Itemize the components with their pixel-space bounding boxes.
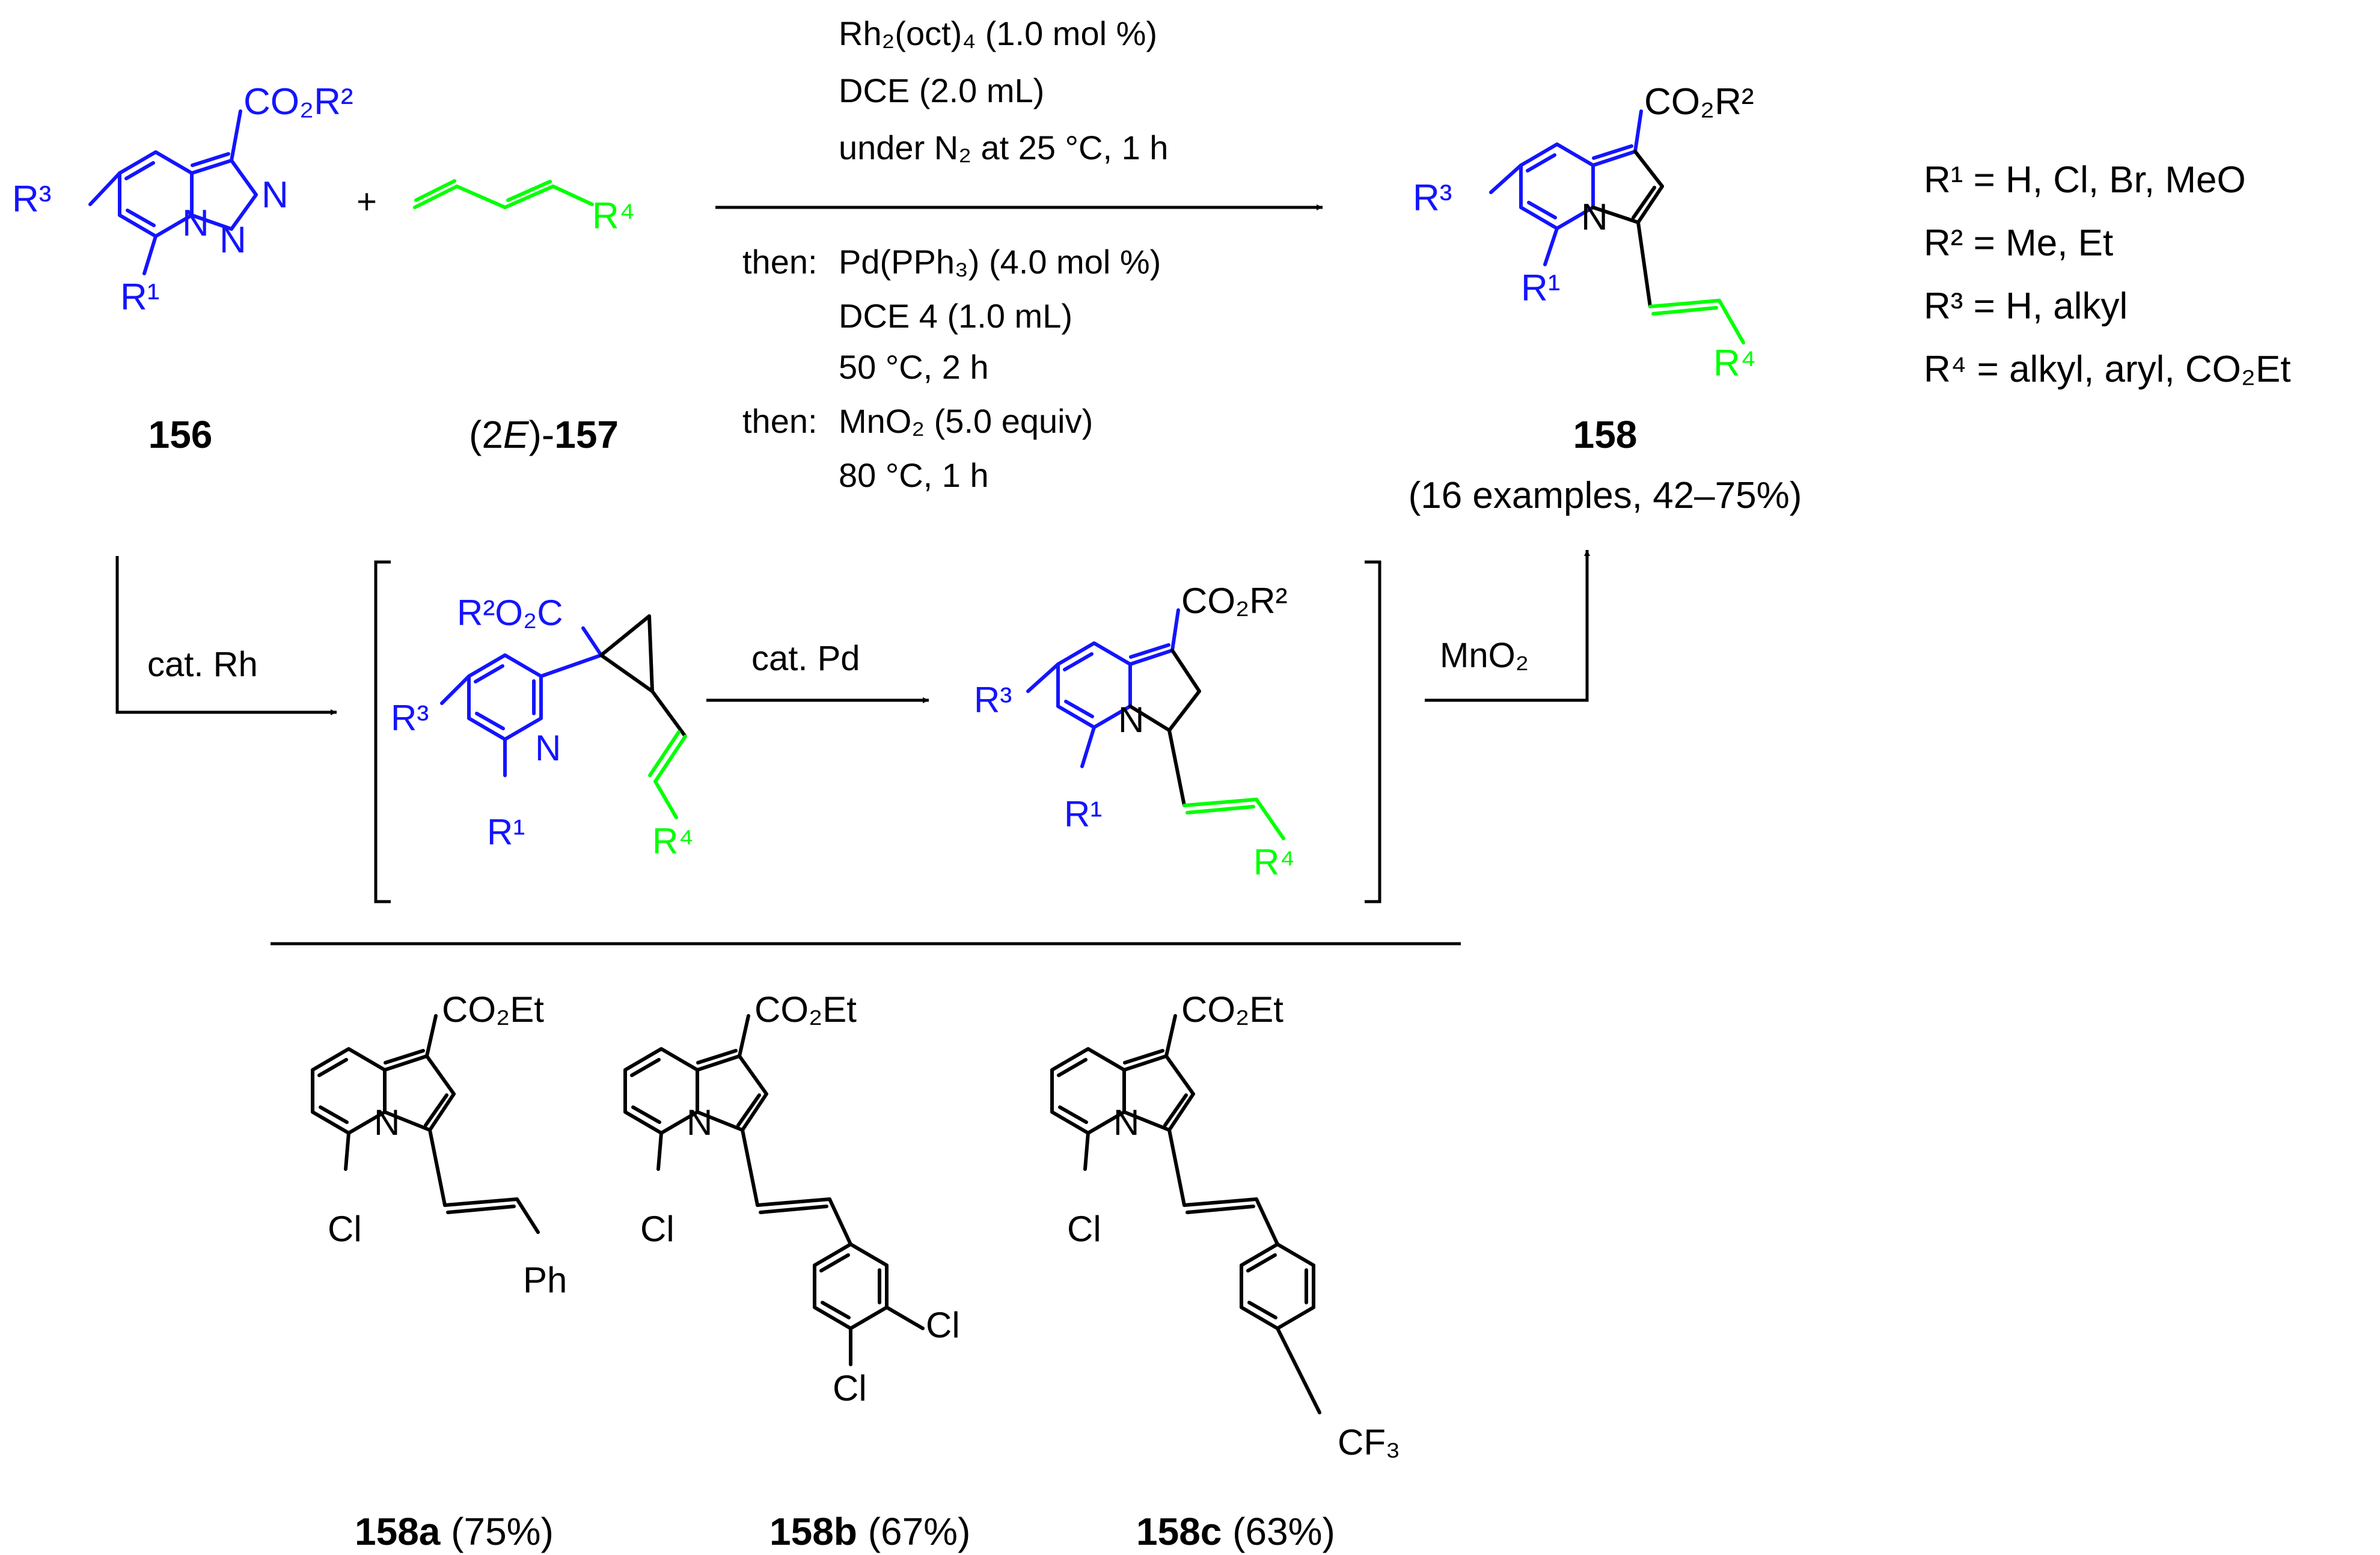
r4-label: R⁴ xyxy=(1713,343,1756,384)
example-158a-structure xyxy=(311,1014,540,1234)
example-label-158b: 158b (67%) xyxy=(769,1510,970,1553)
compound-label-157: (2E)-157 xyxy=(469,413,619,456)
ester-label: CO₂Et xyxy=(1181,989,1283,1030)
intermediate-dihydroindolizine xyxy=(1026,608,1285,840)
n-atom-label: N xyxy=(262,174,289,216)
n-atom-label: N xyxy=(374,1102,400,1143)
conditions-bottom: then: Pd(PPh₃) (4.0 mol %) DCE 4 (1.0 mL… xyxy=(742,243,1161,494)
examples-summary: (16 examples, 42–75%) xyxy=(1409,475,1802,516)
n-atom-label: N xyxy=(687,1102,712,1143)
svg-text:DCE (2.0 mL): DCE (2.0 mL) xyxy=(839,72,1044,109)
compound-label-158: 158 xyxy=(1573,413,1638,456)
svg-text:80 °C, 1 h: 80 °C, 1 h xyxy=(839,456,989,494)
svg-text:Rh₂(oct)₄ (1.0 mol %): Rh₂(oct)₄ (1.0 mol %) xyxy=(839,14,1157,52)
r3-label: R³ xyxy=(12,179,51,220)
r3-label: R³ xyxy=(391,698,429,738)
example-label-158a: 158a (75%) xyxy=(355,1510,554,1553)
svg-text:R¹ = H, Cl, Br, MeO: R¹ = H, Cl, Br, MeO xyxy=(1924,159,2246,201)
r1-label: R¹ xyxy=(487,812,525,852)
ester-label: R²O₂C xyxy=(457,593,563,633)
n-atom-label: N xyxy=(1581,197,1608,238)
rh-arrow xyxy=(115,556,337,715)
trifluoromethyl-label: CF₃ xyxy=(1338,1422,1400,1462)
svg-text:then:: then: xyxy=(742,402,818,440)
reactant-156-structure xyxy=(88,109,258,275)
r3-label: R³ xyxy=(974,680,1012,720)
svg-text:DCE 4 (1.0 mL): DCE 4 (1.0 mL) xyxy=(839,297,1072,335)
ester-label: CO₂Et xyxy=(442,989,544,1030)
n-atom-label: N xyxy=(535,728,561,768)
chloro-label: Cl xyxy=(926,1305,960,1345)
bracket-right xyxy=(1365,560,1381,903)
svg-text:under N₂ at 25 °C, 1 h: under N₂ at 25 °C, 1 h xyxy=(839,129,1168,166)
r4-label: R⁴ xyxy=(592,195,635,237)
chloro-label: Cl xyxy=(833,1368,867,1408)
conditions-top: Rh₂(oct)₄ (1.0 mol %) DCE (2.0 mL) under… xyxy=(839,14,1168,166)
r-group-definitions: R¹ = H, Cl, Br, MeO R² = Me, Et R³ = H, … xyxy=(1924,159,2291,390)
phenyl-label: Ph xyxy=(523,1260,567,1300)
step-label-mno2: MnO₂ xyxy=(1440,636,1529,675)
chloro-label: Cl xyxy=(1067,1209,1101,1249)
example-158b-structure xyxy=(623,1014,925,1366)
step-label-pd: cat. Pd xyxy=(751,639,860,678)
example-label-158c: 158c (63%) xyxy=(1136,1510,1335,1553)
ester-label: CO₂R² xyxy=(1644,81,1754,123)
n-atom-label: N xyxy=(182,203,209,244)
chloro-label: Cl xyxy=(640,1209,675,1249)
svg-text:R⁴ = alkyl, aryl, CO₂Et: R⁴ = alkyl, aryl, CO₂Et xyxy=(1924,349,2291,390)
r1-label: R¹ xyxy=(1521,267,1560,309)
chloro-label: Cl xyxy=(328,1209,362,1249)
r1-label: R¹ xyxy=(120,276,159,318)
ester-label: CO₂R² xyxy=(243,81,353,123)
n-atom-label: N xyxy=(219,219,246,261)
intermediate-cyclopropane xyxy=(440,614,687,819)
product-158-structure xyxy=(1489,109,1745,344)
diene-157-structure xyxy=(413,179,594,209)
n-atom-label: N xyxy=(1118,700,1144,740)
example-158c-structure xyxy=(1050,1014,1321,1414)
r4-label: R⁴ xyxy=(652,821,694,861)
mno2-arrow xyxy=(1425,550,1590,702)
bracket-left xyxy=(374,560,391,903)
ester-label: CO₂Et xyxy=(754,989,857,1030)
ester-label: CO₂R² xyxy=(1181,581,1288,621)
svg-text:then:: then: xyxy=(742,243,818,281)
svg-text:50 °C, 2 h: 50 °C, 2 h xyxy=(839,348,989,386)
svg-text:MnO₂ (5.0 equiv): MnO₂ (5.0 equiv) xyxy=(839,402,1093,440)
r4-label: R⁴ xyxy=(1253,842,1295,882)
step-label-rh: cat. Rh xyxy=(147,645,258,684)
compound-label-156: 156 xyxy=(148,413,213,456)
svg-text:R² = Me, Et: R² = Me, Et xyxy=(1924,222,2113,264)
r3-label: R³ xyxy=(1413,177,1452,219)
svg-text:Pd(PPh₃) (4.0 mol %): Pd(PPh₃) (4.0 mol %) xyxy=(839,243,1161,281)
svg-text:R³ = H, alkyl: R³ = H, alkyl xyxy=(1924,286,2128,327)
r1-label: R¹ xyxy=(1064,794,1102,834)
plus-sign: + xyxy=(356,182,377,221)
n-atom-label: N xyxy=(1113,1102,1139,1143)
